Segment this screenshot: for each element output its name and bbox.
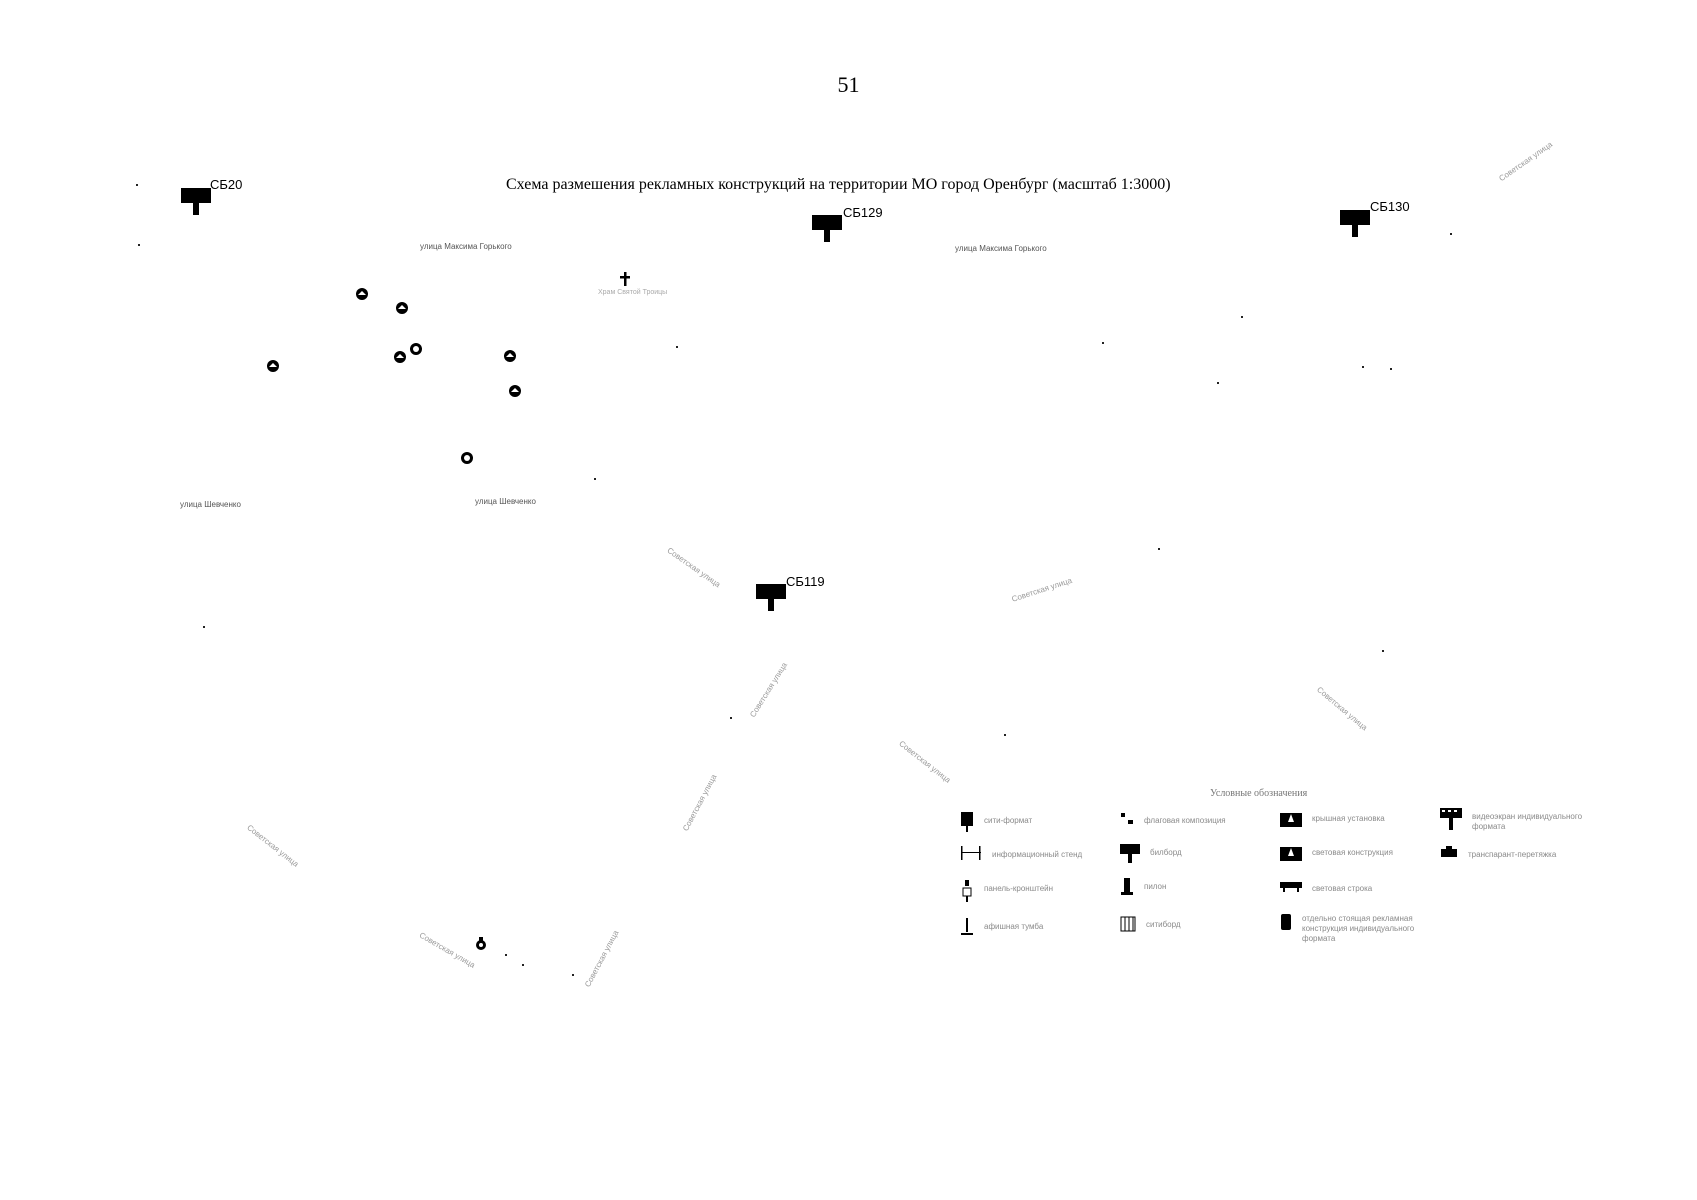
billboard-marker-sb119[interactable] [756,584,788,617]
map-point [1362,366,1364,368]
legend-title: Условные обозначения [1210,788,1308,799]
street-label: Советская улица [897,738,953,785]
legend-item: информационный стенд [960,846,1082,860]
legend-item: крышная установка [1280,810,1385,828]
street-label: Советская улица [583,928,621,989]
map-point [203,626,205,628]
map-point [505,954,507,956]
video-screen-icon [1440,808,1462,830]
bag-marker-icon[interactable] [475,936,487,950]
poster-column-icon [961,918,973,935]
building-marker-icon[interactable] [395,302,409,314]
map-point [136,184,138,186]
map-point [1382,650,1384,652]
map-point [1158,548,1160,550]
building-marker-icon[interactable] [266,360,280,372]
building-marker-icon[interactable] [503,350,517,362]
light-construction-icon [1280,847,1302,861]
billboard-icon [1340,210,1370,237]
legend-item: транспарант-перетяжка [1440,846,1556,860]
legend-item: панель-кронштейн [960,880,1053,902]
legend-item: флаговая композиция [1120,812,1226,826]
info-stand-icon [961,846,981,860]
map-title: Схема размешения рекламных конструкций н… [506,176,1171,193]
billboard-icon [812,215,842,242]
pylon-icon [1121,878,1133,895]
billboard-icon [181,188,211,215]
building-marker-icon[interactable] [393,351,407,363]
roof-installation-icon [1280,813,1302,827]
legend-item: ситиборд [1120,916,1181,932]
street-label: Советская улица [681,772,719,833]
billboard-icon [756,584,786,611]
church-cross-icon[interactable] [618,272,632,291]
street-label: Советская улица [1497,139,1555,184]
map-point [1217,382,1219,384]
street-label: улица Шевченко [475,497,536,506]
legend-item: сити-формат [960,812,1032,832]
legend-item: афишная тумба [960,918,1043,936]
poi-label: Храм Святой Троицы [598,289,668,296]
billboard-code: СБ130 [1370,199,1410,214]
legend-item: световая строка [1280,880,1372,894]
map-legend: Условные обозначения сити-формат информа… [960,788,1620,958]
billboard-marker-sb20[interactable] [181,188,213,221]
medical-marker-icon[interactable] [409,342,423,356]
freestanding-icon [1281,914,1291,930]
map-point [594,478,596,480]
legend-item: отдельно стоящая рекламная конструкция и… [1280,910,1432,944]
city-format-icon [961,812,973,832]
building-marker-icon[interactable] [508,385,522,397]
banner-stretch-icon [1441,846,1457,857]
street-label: Советская улица [1010,575,1074,604]
legend-item: пилон [1120,878,1166,896]
map-point [1450,233,1452,235]
street-label: Советская улица [245,822,301,869]
street-label: Советская улица [665,545,723,590]
medical-marker-icon[interactable] [460,451,474,465]
map-point [1102,342,1104,344]
map-point [1004,734,1006,736]
cityboard-icon [1120,916,1136,932]
flag-composition-icon [1121,813,1133,824]
legend-item: световая конструкция [1280,844,1393,862]
map-point [730,717,732,719]
building-marker-icon[interactable] [355,288,369,300]
light-line-icon [1280,882,1302,892]
street-label: улица Максима Горького [420,242,512,251]
street-label: улица Максима Горького [955,244,1047,253]
map-point [1390,368,1392,370]
map-point [676,346,678,348]
street-label: Советская улица [417,930,477,970]
billboard-marker-sb129[interactable] [812,215,844,248]
billboard-marker-sb130[interactable] [1340,210,1372,243]
map-point [138,244,140,246]
map-point [1241,316,1243,318]
billboard-code: СБ119 [786,574,825,589]
street-label: улица Шевченко [180,500,241,509]
map-point [572,974,574,976]
map-point [522,964,524,966]
billboard-code: СБ20 [210,177,243,192]
legend-item: билборд [1120,844,1182,864]
billboard-icon [1120,844,1140,863]
billboard-code: СБ129 [843,205,883,220]
page-number: 51 [837,72,860,97]
street-label: Советская улица [748,660,790,719]
bracket-panel-icon [962,880,972,902]
street-label: Советская улица [1315,685,1370,733]
legend-item: видеоэкран индивидуального формата [1440,808,1602,832]
